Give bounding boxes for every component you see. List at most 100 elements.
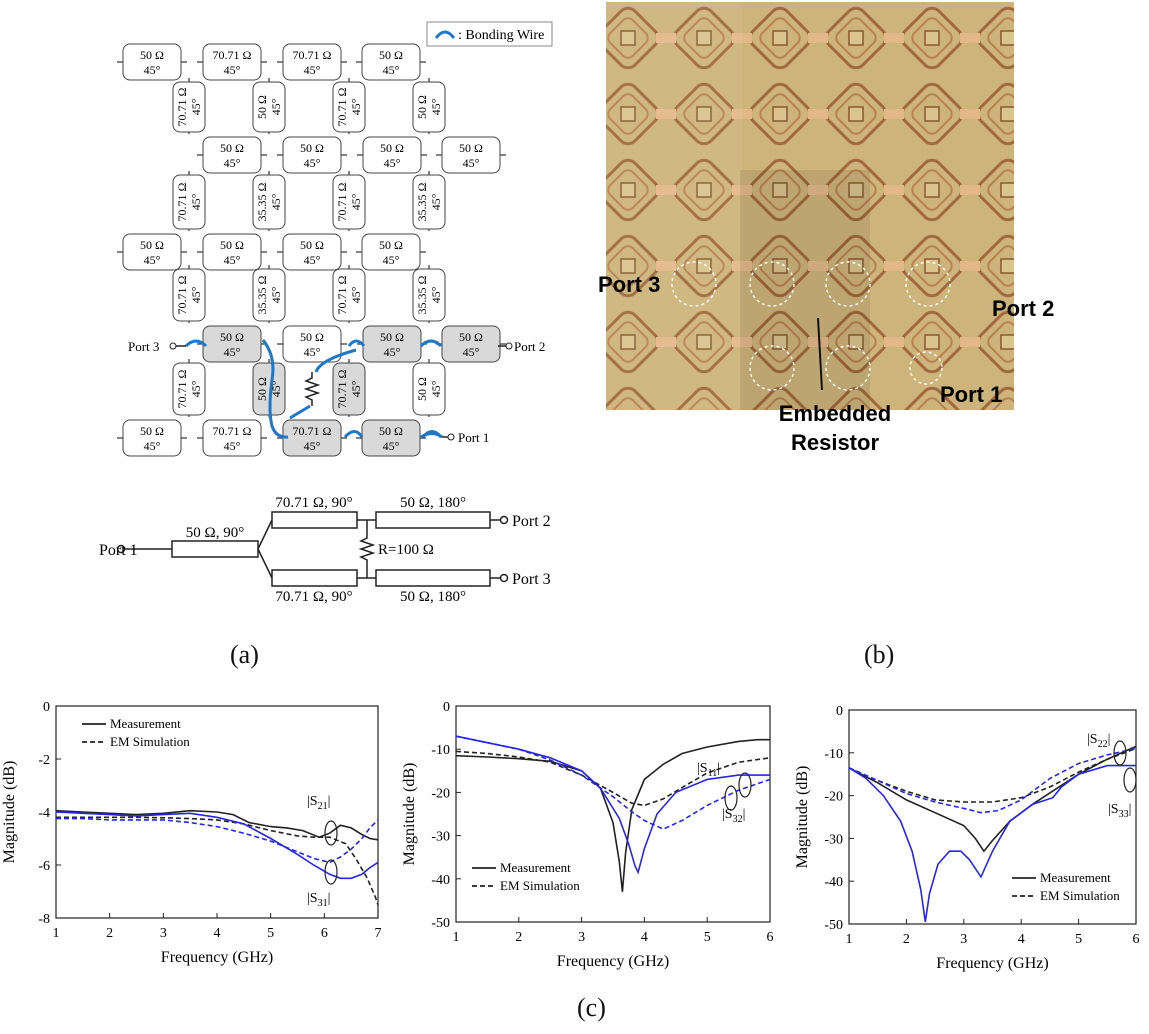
cell-impedance: 70.71 Ω: [335, 182, 349, 221]
cell-angle: 45°: [269, 286, 283, 303]
x-tick-label: 5: [267, 926, 274, 941]
grid-port-3: Port 3: [128, 339, 186, 354]
unit-cell-r3-c4: 50 Ω45°: [436, 136, 506, 174]
annotation-label: |S33|: [1108, 802, 1131, 820]
sch-port-2: Port 2: [512, 513, 551, 530]
cell-angle: 45°: [304, 253, 321, 267]
cell-angle: 45°: [224, 156, 241, 170]
x-tick-label: 6: [1133, 932, 1140, 947]
grid-and-schematic-figure: : Bonding Wire 50 Ω45°70.71 Ω45°70.71 Ω4…: [99, 21, 553, 605]
legend-simulation: EM Simulation: [500, 878, 580, 893]
unit-cell-r1-c1: 50 Ω45°: [117, 43, 187, 81]
cell-angle: 45°: [189, 98, 203, 115]
series-line-3: [848, 764, 1136, 923]
cell-impedance: 50 Ω: [255, 377, 269, 401]
cell-angle: 45°: [429, 98, 443, 115]
cell-impedance: 50 Ω: [300, 238, 324, 252]
cell-angle: 45°: [224, 439, 241, 453]
unit-cell-r5-c3: 50 Ω45°: [277, 233, 347, 271]
unit-cell-r3-c2: 50 Ω45°: [277, 136, 347, 174]
cell-angle: 45°: [349, 193, 363, 210]
sch-resistor-label: R=100 Ω: [378, 542, 434, 558]
chip-photo: Port 3 Port 2 Port 1 Embedded Resistor: [598, 2, 1054, 455]
sch-lower-output: 50 Ω, 180°: [400, 589, 466, 605]
cell-impedance: 70.71 Ω: [293, 48, 332, 62]
y-tick-label: -30: [431, 830, 450, 845]
cell-impedance: 50 Ω: [140, 238, 164, 252]
legend-simulation: EM Simulation: [1040, 888, 1120, 903]
y-tick-label: -40: [824, 875, 843, 890]
photo-resistor-label-1: Embedded: [779, 401, 891, 426]
sch-lower-branch: 70.71 Ω, 90°: [275, 589, 352, 605]
x-tick-label: 1: [53, 926, 60, 941]
series-line-1: [848, 745, 1137, 853]
cell-angle: 45°: [144, 63, 161, 77]
bonding-wire-legend: : Bonding Wire: [426, 21, 553, 47]
y-tick-label: -50: [824, 918, 843, 933]
x-tick-label: 2: [106, 926, 113, 941]
y-tick-label: -10: [824, 747, 843, 762]
cell-angle: 45°: [189, 286, 203, 303]
cell-angle: 45°: [429, 286, 443, 303]
cell-impedance: 50 Ω: [459, 330, 483, 344]
grid-port-2: Port 2: [498, 339, 545, 354]
cell-impedance: 50 Ω: [459, 141, 483, 155]
y-tick-label: -2: [38, 753, 50, 768]
unit-cell-r7-c3: 50 Ω45°: [357, 325, 427, 363]
cell-impedance: 35.35 Ω: [255, 182, 269, 221]
cell-angle: 45°: [304, 63, 321, 77]
cell-impedance: 70.71 Ω: [175, 182, 189, 221]
unit-cell-r7-c1: 50 Ω45°: [197, 325, 267, 363]
plot-frame: [455, 705, 771, 923]
cell-impedance: 70.71 Ω: [335, 369, 349, 408]
x-tick-label: 4: [214, 926, 221, 941]
cell-angle: 45°: [224, 253, 241, 267]
cell-impedance: 70.71 Ω: [293, 424, 332, 438]
photo-resistor-label-2: Resistor: [791, 430, 879, 455]
cell-impedance: 50 Ω: [415, 377, 429, 401]
unit-cell-r7-c2: 50 Ω45°: [277, 325, 347, 363]
photo-port-3: Port 3: [598, 272, 660, 297]
series-line-4: [455, 735, 771, 830]
unit-cell-r9-c3: 70.71 Ω45°: [277, 419, 347, 457]
y-axis-label: Magnitude (dB): [1, 761, 18, 864]
series-line-2: [455, 750, 771, 807]
x-tick-label: 6: [321, 926, 328, 941]
cell-impedance: 70.71 Ω: [335, 275, 349, 314]
sch-input-line: 50 Ω, 90°: [186, 525, 244, 541]
cell-angle: 45°: [224, 345, 241, 359]
legend-measurement: Measurement: [500, 860, 571, 875]
grid-port-3-label: Port 3: [128, 339, 159, 354]
cell-angle: 45°: [144, 253, 161, 267]
annotation-label: |S31|: [307, 891, 330, 909]
sch-upper-branch: 70.71 Ω, 90°: [275, 495, 352, 511]
cell-impedance: 35.35 Ω: [255, 275, 269, 314]
x-tick-label: 6: [767, 930, 774, 945]
annotation-label: |S21|: [307, 794, 330, 812]
x-tick-label: 5: [704, 930, 711, 945]
unit-cell-r9-c1: 50 Ω45°: [117, 419, 187, 457]
divider-schematic: [125, 511, 500, 587]
x-tick-label: 2: [515, 930, 522, 945]
cell-angle: 45°: [383, 253, 400, 267]
unit-cell-r5-c1: 50 Ω45°: [117, 233, 187, 271]
unit-cell-r3-c1: 50 Ω45°: [197, 136, 267, 174]
cell-angle: 45°: [383, 439, 400, 453]
x-tick-label: 1: [453, 930, 460, 945]
annotation-marker: [324, 820, 338, 846]
cell-impedance: 50 Ω: [415, 95, 429, 119]
unit-cell-r9-c4: 50 Ω45°: [356, 419, 426, 457]
cell-angle: 45°: [349, 98, 363, 115]
y-tick-label: -50: [431, 916, 450, 931]
annotation-marker: [1113, 740, 1127, 766]
